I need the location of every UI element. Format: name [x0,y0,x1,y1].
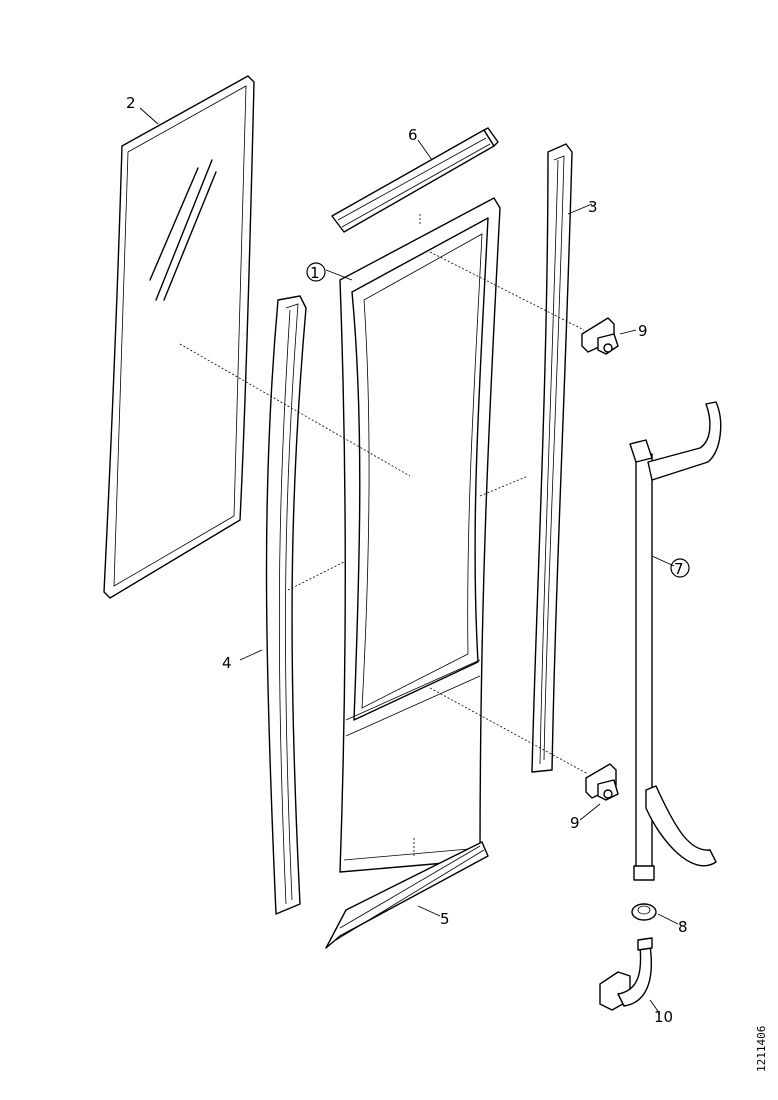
callout-handle-bushing: 8 [678,918,688,936]
bottom-rail [325,841,489,949]
handle-bushing [631,903,657,921]
glass-panel [103,75,255,599]
reference-code: 1211406 [755,1026,768,1072]
left-profile [265,295,307,915]
assembly-lines [179,214,589,856]
right-profile [531,143,573,773]
callout-handle-bar: 7 [674,560,684,578]
callout-right-profile: 3 [588,198,598,216]
hinge-lower [585,763,619,801]
callout-left-profile: 4 [222,654,232,672]
top-rail [331,127,499,233]
callout-bottom-rail: 5 [440,910,450,928]
hinge-upper [581,317,619,355]
callout-hinge-lower: 9 [570,814,580,832]
callout-hinge-upper: 9 [638,322,648,340]
callout-top-rail: 6 [408,126,418,144]
callouts: 1 2 3 4 5 6 7 8 9 9 10 [126,94,690,1026]
callout-glass-panel: 2 [126,94,136,112]
handle-bar [629,401,722,881]
callout-leaders [139,107,679,1015]
callout-handle-bracket: 10 [654,1008,673,1026]
handle-bracket [599,937,653,1011]
callout-frame: 1 [310,264,320,282]
frame [339,197,501,873]
